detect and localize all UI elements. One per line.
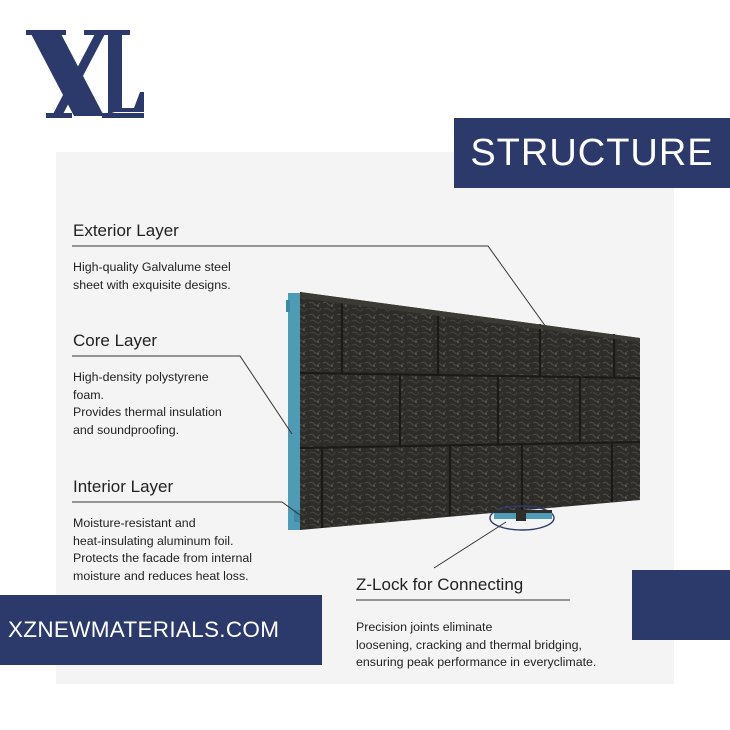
interior-layer-heading: Interior Layer (73, 477, 174, 496)
interior-layer-description: Moisture-resistant and heat-insulating a… (73, 516, 253, 583)
decorative-block (632, 570, 730, 640)
website-link[interactable]: XZNEWMATERIALS.COM (8, 617, 280, 642)
core-leader (72, 355, 293, 435)
exterior-panel-surface (300, 292, 640, 530)
website-banner[interactable]: XZNEWMATERIALS.COM (0, 595, 322, 665)
z-lock-description: Precision joints eliminate loosening, cr… (356, 620, 597, 669)
interior-leader (72, 501, 301, 516)
core-layer-description: High-density polystyrene foam. Provides … (73, 370, 222, 437)
structure-title: STRUCTURE (454, 118, 730, 188)
exterior-layer-heading: Exterior Layer (73, 221, 179, 240)
zlock-leader (433, 521, 507, 569)
z-lock-detail (489, 505, 555, 531)
exterior-leader (72, 245, 605, 409)
exterior-layer-description: High-quality Galvalume steel sheet with … (73, 260, 231, 292)
z-lock-heading: Z-Lock for Connecting (356, 575, 524, 594)
core-foam-edge (288, 293, 300, 530)
core-layer-heading: Core Layer (73, 331, 158, 350)
xl-logo (26, 30, 144, 118)
